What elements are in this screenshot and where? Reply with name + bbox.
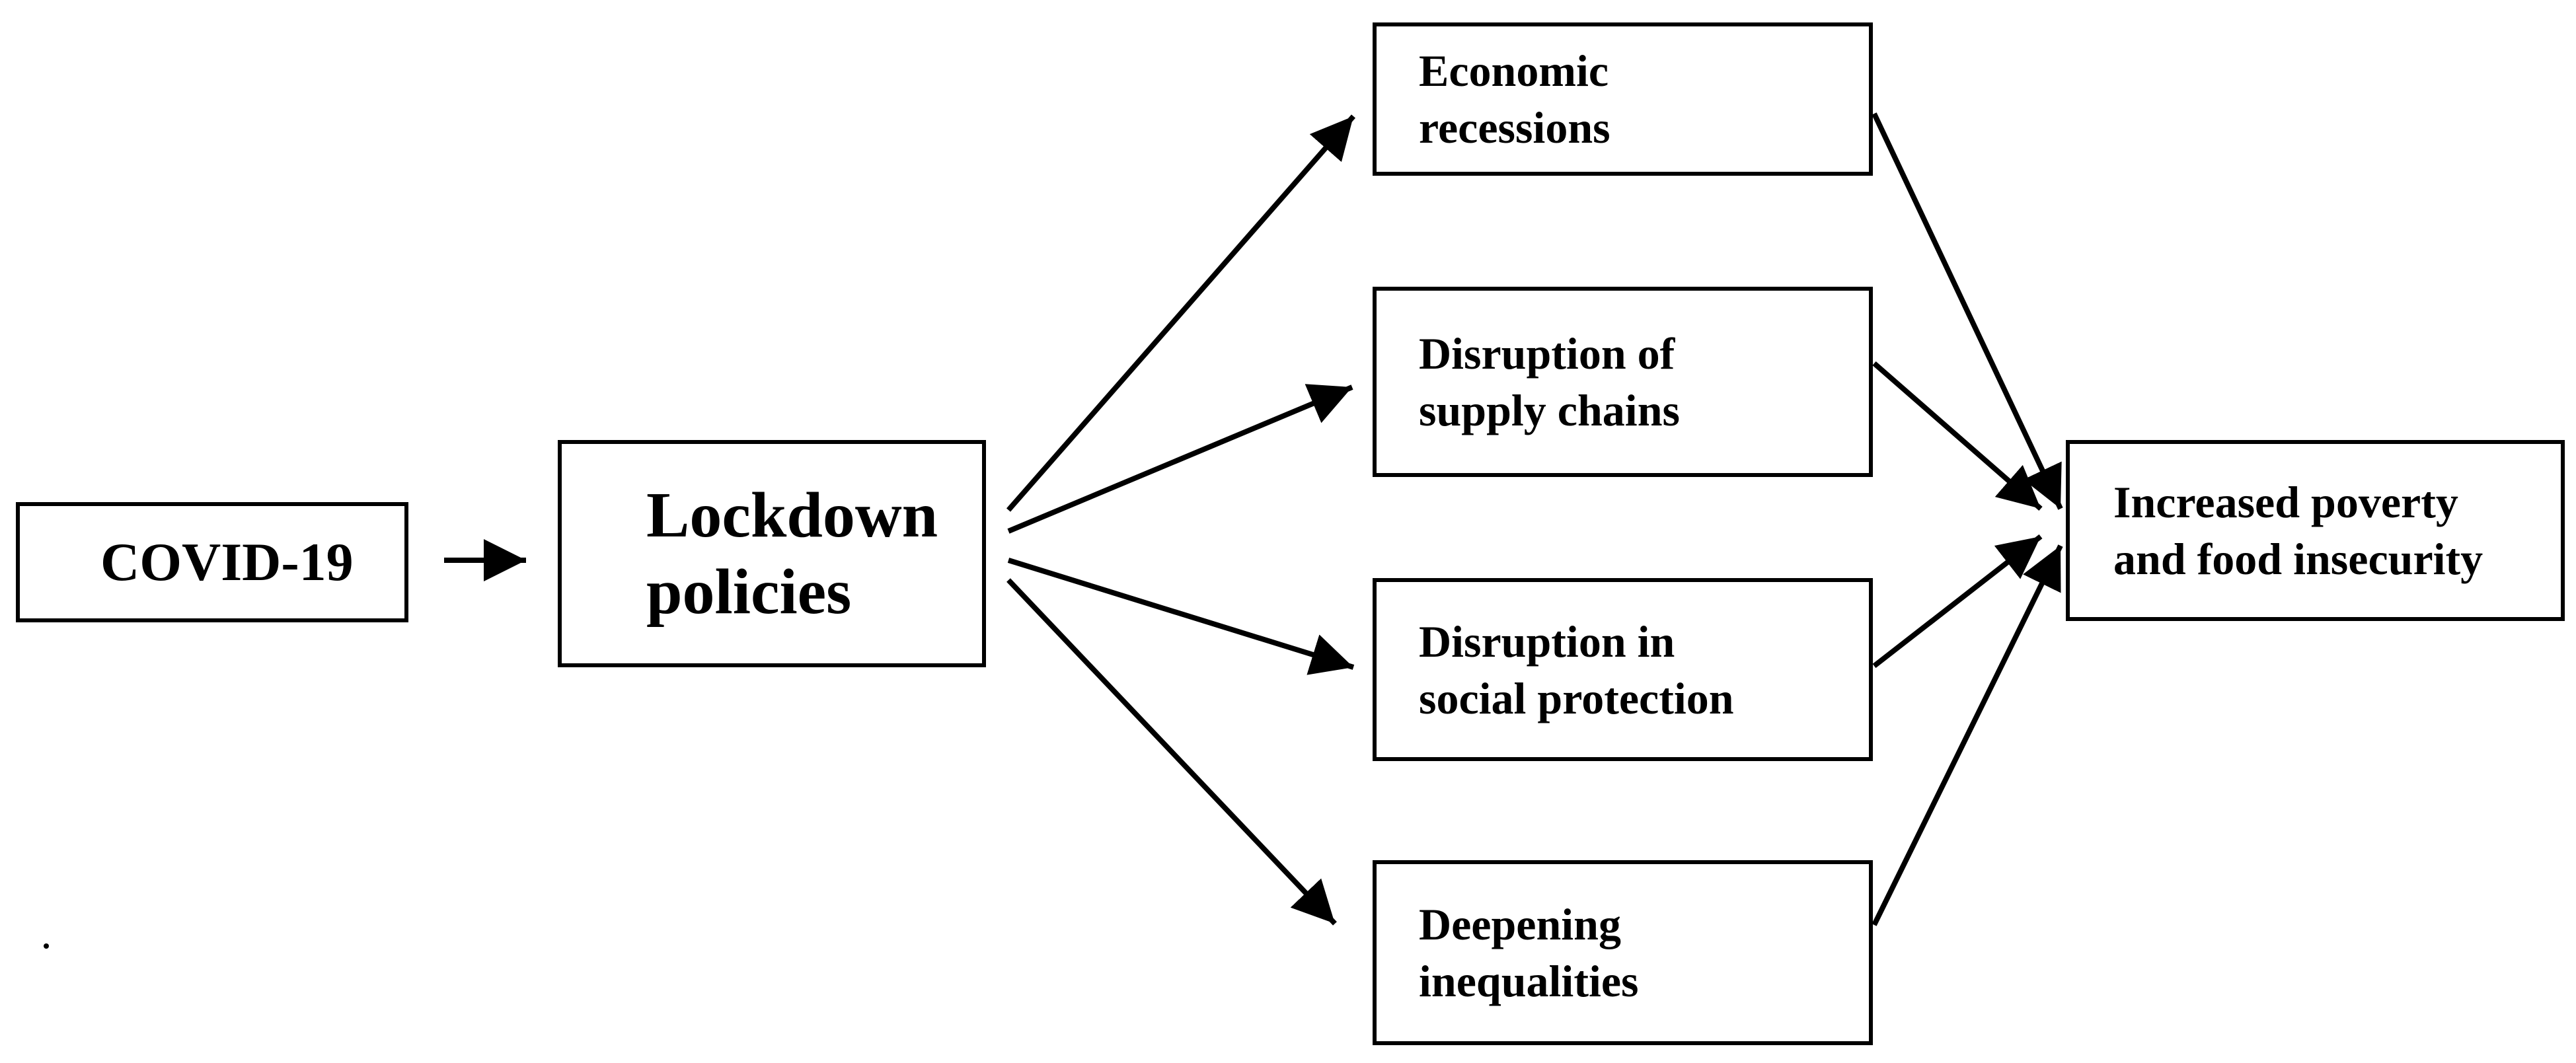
node-social-protection-disruption-label: Disruption in social protection [1419,616,1734,723]
arrow-social-to-outcome [1872,534,2043,669]
node-social-protection-disruption: Disruption in social protection [1373,578,1873,761]
arrow-lockdown-to-ineq [1006,578,1337,926]
node-poverty-food-insecurity-label: Increased poverty and food insecurity [2113,477,2483,584]
node-supply-chain-disruption-label: Disruption of supply chains [1419,328,1680,435]
arrow-ineq-to-outcome [1872,544,2063,926]
node-lockdown-policies: Lockdown policies [558,440,986,667]
arrow-supply-to-outcome [1872,361,2043,511]
node-supply-chain-disruption: Disruption of supply chains [1373,287,1873,477]
stray-dot [44,943,49,949]
node-lockdown-policies-label: Lockdown policies [646,480,938,628]
node-economic-recessions-label: Economic recessions [1419,46,1610,153]
arrow-lockdown-to-social [1007,558,1355,675]
node-covid-19: COVID-19 [16,502,408,622]
arrow-lockdown-to-supply [1007,384,1353,534]
node-economic-recessions: Economic recessions [1373,22,1873,176]
arrow-econ-to-outcome [1872,112,2063,510]
arrow-lockdown-to-econ [1006,114,1356,512]
node-deepening-inequalities: Deepening inequalities [1373,860,1873,1045]
node-poverty-food-insecurity: Increased poverty and food insecurity [2066,440,2565,621]
node-covid-19-label: COVID-19 [100,532,354,592]
node-deepening-inequalities-label: Deepening inequalities [1419,899,1639,1006]
